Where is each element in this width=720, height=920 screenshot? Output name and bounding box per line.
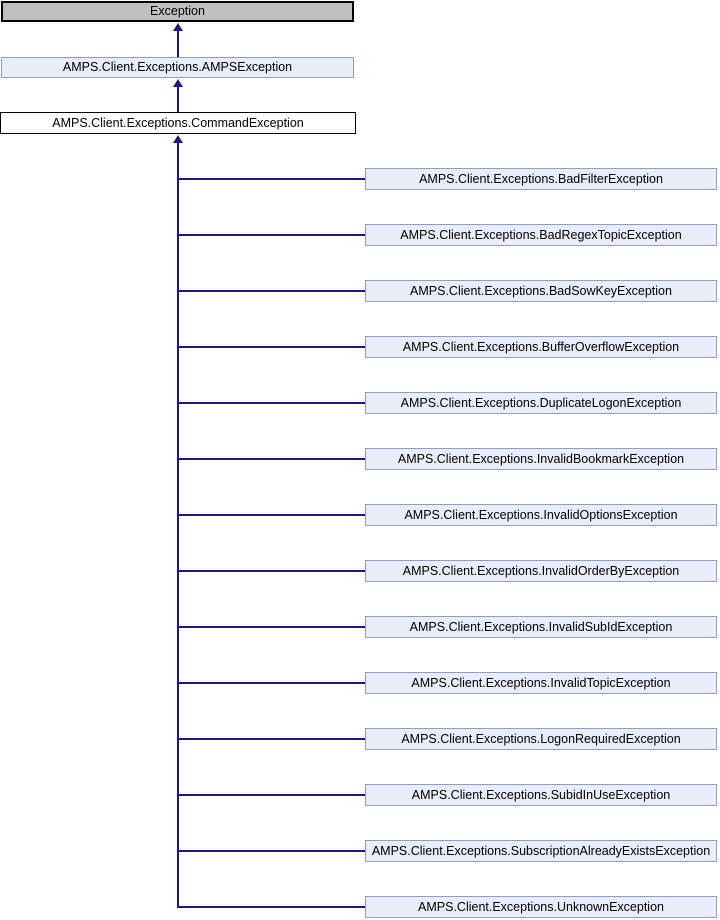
inheritance-connector: [177, 28, 179, 57]
inheritance-branch-connector: [178, 794, 365, 796]
inheritance-arrow-icon: [173, 23, 183, 31]
class-node[interactable]: AMPS.Client.Exceptions.SubidInUseExcepti…: [365, 784, 717, 806]
class-node[interactable]: AMPS.Client.Exceptions.DuplicateLogonExc…: [365, 392, 717, 414]
class-node[interactable]: AMPS.Client.Exceptions.BadFilterExceptio…: [365, 168, 717, 190]
inheritance-branch-connector: [178, 402, 365, 404]
inheritance-arrow-icon: [173, 135, 183, 143]
inheritance-branch-connector: [178, 570, 365, 572]
inheritance-branch-connector: [178, 738, 365, 740]
class-node-exception: Exception: [1, 1, 354, 22]
class-node[interactable]: AMPS.Client.Exceptions.LogonRequiredExce…: [365, 728, 717, 750]
class-node[interactable]: AMPS.Client.Exceptions.SubscriptionAlrea…: [365, 840, 717, 862]
inheritance-branch-connector: [178, 626, 365, 628]
class-node[interactable]: AMPS.Client.Exceptions.InvalidOptionsExc…: [365, 504, 717, 526]
inheritance-branch-connector: [178, 346, 365, 348]
class-node[interactable]: AMPS.Client.Exceptions.BadRegexTopicExce…: [365, 224, 717, 246]
class-node[interactable]: AMPS.Client.Exceptions.InvalidBookmarkEx…: [365, 448, 717, 470]
inheritance-branch-connector: [178, 906, 365, 908]
inheritance-branch-connector: [178, 178, 365, 180]
inheritance-branch-connector: [178, 458, 365, 460]
inheritance-connector-spine: [177, 140, 179, 908]
class-node[interactable]: AMPS.Client.Exceptions.BadSowKeyExceptio…: [365, 280, 717, 302]
class-node[interactable]: AMPS.Client.Exceptions.InvalidOrderByExc…: [365, 560, 717, 582]
inheritance-branch-connector: [178, 682, 365, 684]
class-node-ampsexception[interactable]: AMPS.Client.Exceptions.AMPSException: [1, 57, 354, 78]
inheritance-connector: [177, 84, 179, 112]
inheritance-branch-connector: [178, 514, 365, 516]
class-node[interactable]: AMPS.Client.Exceptions.InvalidTopicExcep…: [365, 672, 717, 694]
class-node-commandexception: AMPS.Client.Exceptions.CommandException: [0, 112, 356, 134]
class-node[interactable]: AMPS.Client.Exceptions.BufferOverflowExc…: [365, 336, 717, 358]
inheritance-arrow-icon: [173, 79, 183, 87]
class-node[interactable]: AMPS.Client.Exceptions.InvalidSubIdExcep…: [365, 616, 717, 638]
inheritance-branch-connector: [178, 850, 365, 852]
inheritance-branch-connector: [178, 234, 365, 236]
class-node[interactable]: AMPS.Client.Exceptions.UnknownException: [365, 896, 717, 918]
inheritance-branch-connector: [178, 290, 365, 292]
